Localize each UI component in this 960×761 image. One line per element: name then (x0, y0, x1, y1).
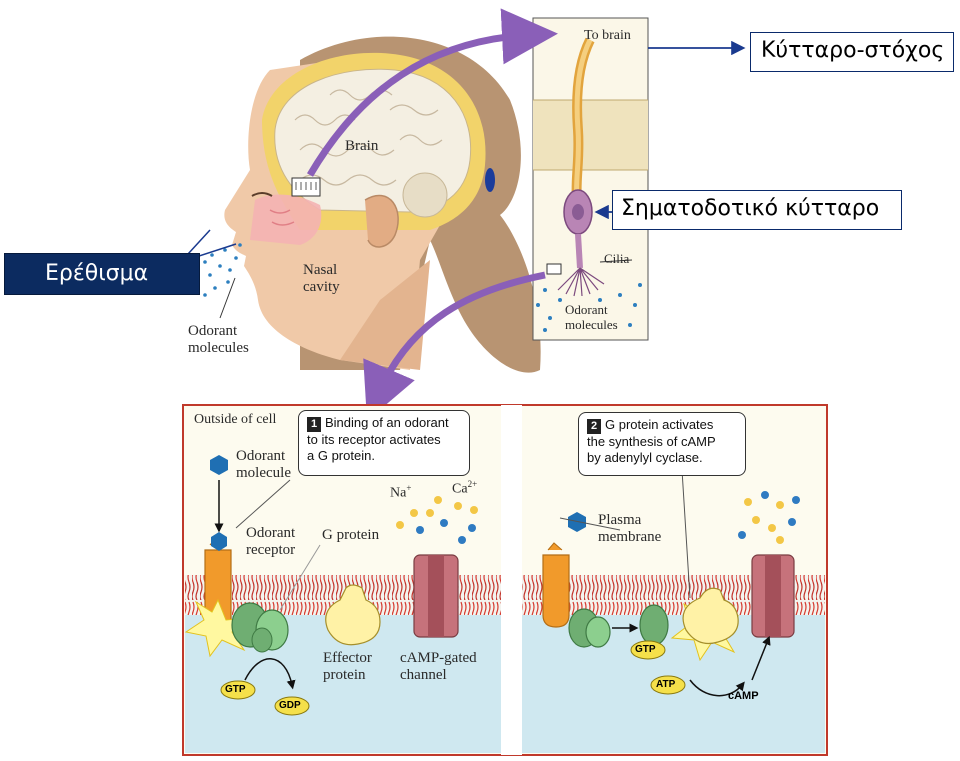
effector-line2: protein (323, 667, 366, 683)
camp-channel-line2: channel (400, 667, 447, 683)
nasal-line2: cavity (303, 279, 340, 295)
head-illustration (224, 36, 541, 373)
ca-ion-label: Ca2+ (452, 479, 477, 498)
neuron-odorant-line2: molecules (565, 317, 618, 332)
na-text: Na (390, 485, 407, 501)
cilia-label: Cilia (604, 251, 630, 266)
odorant-line1: Odorant (188, 323, 238, 339)
camp-label: cAMP (728, 690, 759, 702)
camp-channel-line1: cAMP-gated (400, 650, 477, 666)
gdp-pill: GDP (279, 700, 301, 711)
atp-pill: ATP (656, 679, 676, 690)
step2-line1: G protein activates (605, 417, 714, 432)
odorant-molecules-head-label: Odorant molecules (188, 323, 249, 357)
brain-label: Brain (345, 138, 379, 154)
outside-cell-label: Outside of cell (194, 412, 277, 427)
signaling-cell-label: Σηματοδοτικό κύτταρο (612, 190, 902, 230)
odorant-dots-head (196, 243, 242, 297)
gtp-pill-right: GTP (635, 644, 656, 655)
step1-line2: to its receptor activates (307, 432, 441, 447)
to-brain-label: To brain (584, 28, 631, 43)
gtp-pill-left: GTP (225, 684, 246, 695)
odorant-molecules-neuron-label: Odorant molecules (565, 302, 618, 332)
step2-line3: by adenylyl cyclase. (587, 450, 703, 465)
odorant-receptor-label: Odorant receptor (246, 525, 295, 559)
step1-line3: a G protein. (307, 448, 375, 463)
effector-line1: Effector (323, 650, 372, 666)
neuron-odorant-line1: Odorant (565, 302, 608, 317)
ca-sup: 2+ (467, 479, 478, 489)
step2-number: 2 (587, 419, 601, 434)
nasal-line1: Nasal (303, 262, 338, 278)
plasma-line2: membrane (598, 529, 662, 545)
stimulus-label: Ερέθισμα (4, 253, 200, 295)
step2-callout: 2 G protein activates the synthesis of cA… (578, 412, 746, 476)
effector-protein-label: Effector protein (323, 650, 372, 684)
step1-line1: Binding of an odorant (325, 415, 449, 430)
step2-line2: the synthesis of cAMP (587, 434, 716, 449)
step1-callout: 1 Binding of an odorant to its receptor a… (298, 410, 470, 476)
camp-channel-label: cAMP-gated channel (400, 650, 477, 684)
nasal-cavity-label: Nasal cavity (303, 262, 340, 296)
target-cell-label: Κύτταρο-στόχος (750, 32, 954, 72)
ions-left (396, 496, 478, 544)
na-ion-label: Na+ (390, 483, 411, 502)
odorant-mol-line2: molecule (236, 465, 291, 481)
arrow-neuron-to-detail (363, 271, 546, 421)
odorant-mol-line1: Odorant (236, 448, 286, 464)
neuron-panel (532, 17, 649, 341)
arrow-head-to-neuron (306, 8, 558, 177)
plasma-line1: Plasma (598, 512, 642, 528)
na-sup: + (406, 483, 412, 493)
plasma-membrane-label: Plasma membrane (598, 512, 661, 546)
ions-right (738, 491, 800, 544)
receptor-line2: receptor (246, 542, 296, 558)
g-protein-label: G protein (322, 527, 380, 543)
step1-number: 1 (307, 417, 321, 432)
receptor-line1: Odorant (246, 525, 296, 541)
ca-text: Ca (452, 481, 468, 497)
odorant-molecule-label: Odorant molecule (236, 448, 291, 482)
odorant-line2: molecules (188, 340, 249, 356)
